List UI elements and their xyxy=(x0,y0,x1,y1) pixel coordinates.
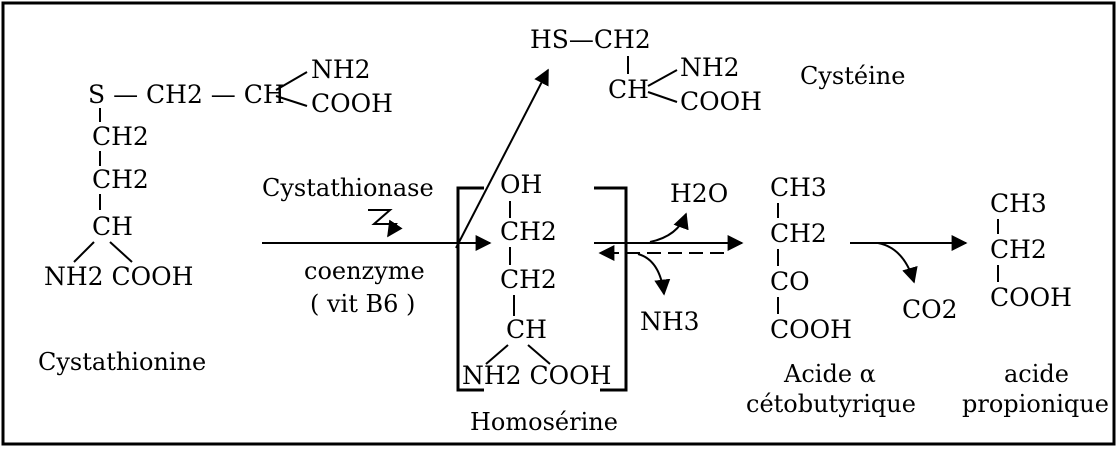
cysteine-bond-nh2 xyxy=(647,69,678,87)
decarboxylation-co2: CO2 xyxy=(902,295,958,324)
homoserine-bond-nh2 xyxy=(485,344,509,365)
propionate-cooh: COOH xyxy=(990,283,1072,312)
cysteine-release-arrow xyxy=(455,68,549,249)
enzyme-vitamin: ( vit B6 ) xyxy=(310,290,415,318)
propionate-ch3: CH3 xyxy=(990,189,1047,218)
ketobutyrate-name-1: Acide α xyxy=(783,360,876,388)
enzyme-coenzyme: coenzyme xyxy=(304,257,425,285)
ketobutyrate-structure: CH3 CH2 CO COOH Acide α cétobutyrique xyxy=(746,173,916,418)
ketobutyrate-ch3: CH3 xyxy=(770,173,827,202)
deamination-nh3: NH3 xyxy=(640,307,700,336)
diagram-frame xyxy=(1,1,1116,446)
cystathionine-ch2-a: CH2 xyxy=(92,122,149,151)
deamination-step: H2O NH3 xyxy=(594,179,744,336)
homoserine-oh: OH xyxy=(500,170,542,199)
cysteine-nh2: NH2 xyxy=(680,53,740,82)
cysteine-structure: HS—CH2 CH NH2 COOH Cystéine xyxy=(530,25,905,116)
ketobutyrate-ch2: CH2 xyxy=(770,219,827,248)
cysteine-cooh: COOH xyxy=(680,87,762,116)
deamination-h2o: H2O xyxy=(670,179,728,208)
homoserine-bracket-right xyxy=(594,186,628,392)
cystathionine-ch: CH xyxy=(92,212,133,241)
cystathionine-cooh: COOH xyxy=(311,89,393,118)
cysteine-ch: CH xyxy=(608,75,649,104)
decarboxylation-step: CO2 xyxy=(850,235,968,324)
propionate-ch2: CH2 xyxy=(990,235,1047,264)
cystathionine-bond-nh2-b xyxy=(73,241,95,263)
h2o-release-arrow xyxy=(649,212,689,243)
cystathionine-name: Cystathionine xyxy=(38,348,206,376)
cystathionine-bottom: NH2 COOH xyxy=(44,262,193,291)
cystathionine-bond-cooh-b xyxy=(109,241,133,263)
enzyme-block: Cystathionase coenzyme ( vit B6 ) xyxy=(262,174,434,318)
propionate-name-2: propionique xyxy=(962,390,1109,418)
cystathionine-nh2: NH2 xyxy=(311,55,371,84)
propionate-structure: CH3 CH2 COOH acide propionique xyxy=(962,189,1109,418)
nh3-release-arrow xyxy=(637,253,671,296)
homoserine-ch: CH xyxy=(506,315,547,344)
homoserine-ch2-a: CH2 xyxy=(500,217,557,246)
ketobutyrate-co: CO xyxy=(770,267,810,296)
cystathionine-s-chain: S — CH2 — CH xyxy=(88,80,285,109)
enzyme-name: Cystathionase xyxy=(262,174,434,202)
homoserine-structure: OH CH2 CH2 CH NH2 COOH Homosérine xyxy=(456,170,628,436)
homoserine-bottom: NH2 COOH xyxy=(462,361,611,390)
cystathionine-structure: S — CH2 — CH NH2 COOH CH2 CH2 CH NH2 COO… xyxy=(38,55,393,376)
homoserine-bond-cooh xyxy=(527,344,551,365)
propionate-name-1: acide xyxy=(1004,360,1069,388)
ketobutyrate-cooh: COOH xyxy=(770,315,852,344)
cystathionine-bond-cooh xyxy=(275,95,308,107)
ketobutyrate-name-2: cétobutyrique xyxy=(746,390,916,418)
zigzag-arrow-icon xyxy=(368,209,403,238)
cystathionine-ch2-b: CH2 xyxy=(92,165,149,194)
co2-release-arrow xyxy=(877,242,918,284)
homoserine-ch2-b: CH2 xyxy=(500,265,557,294)
homoserine-bracket-left xyxy=(456,186,484,392)
cysteine-name: Cystéine xyxy=(800,62,905,90)
cysteine-bond-cooh xyxy=(647,91,678,103)
homoserine-name: Homosérine xyxy=(470,408,618,436)
cysteine-hs-chain: HS—CH2 xyxy=(530,25,651,54)
cystathionine-bond-nh2 xyxy=(275,71,308,91)
